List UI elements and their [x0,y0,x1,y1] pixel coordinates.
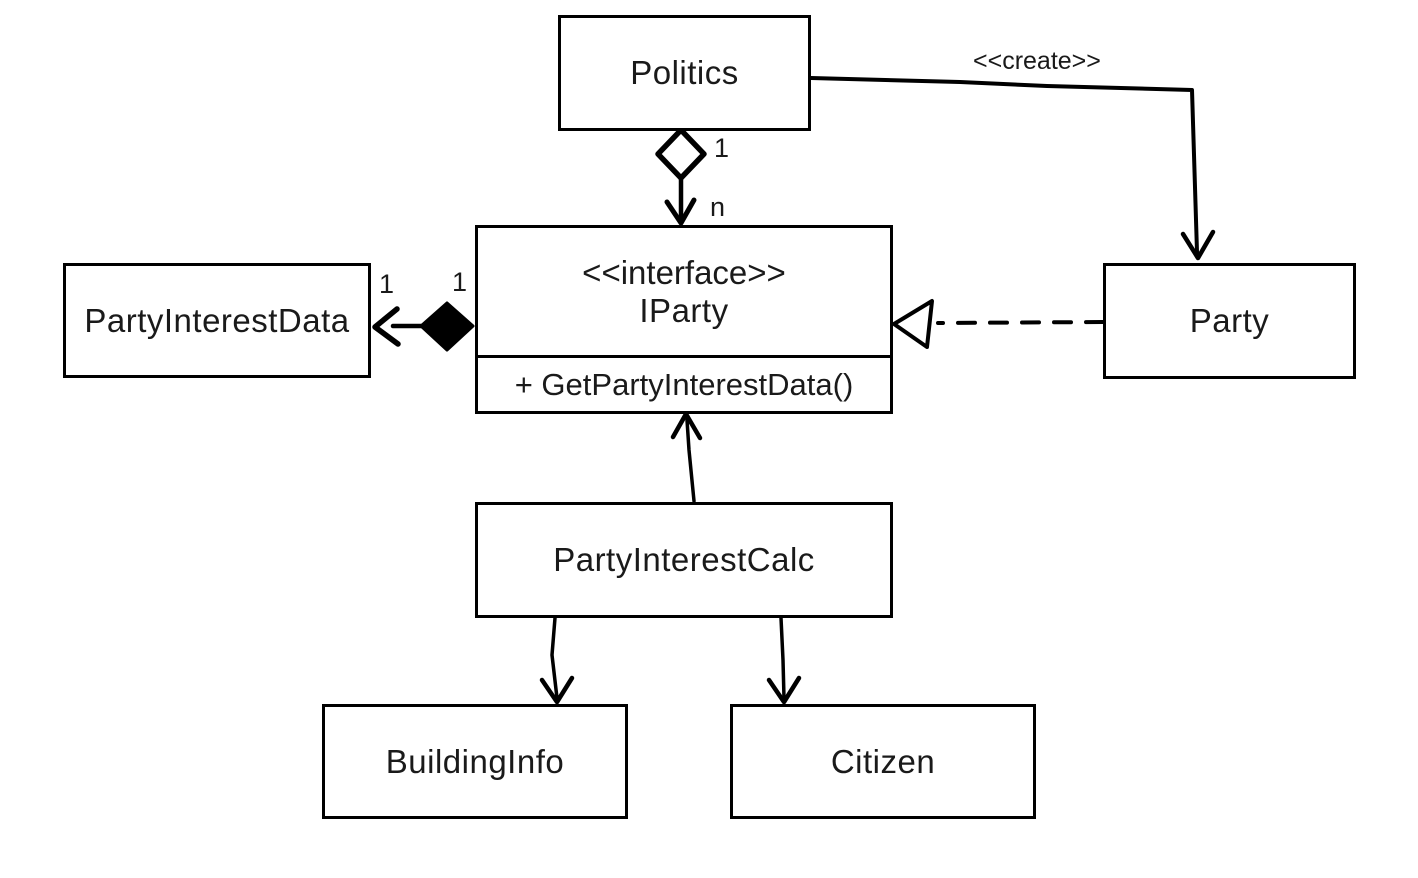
composition-data-end-multiplicity: 1 [379,269,395,299]
class-citizen: Citizen [730,704,1036,819]
calc-to-iparty-edge [670,411,703,503]
class-citizen-name: Citizen [830,742,936,780]
interface-iparty: <<interface>> IParty + GetPartyInterestD… [475,225,893,414]
calc-to-citizen-edge [766,616,802,705]
class-building-info-name: BuildingInfo [385,742,565,780]
composition-iparty-end-multiplicity: 1 [452,267,468,297]
class-politics: Politics [558,15,811,131]
class-building-info: BuildingInfo [322,704,628,819]
class-party: Party [1103,263,1356,379]
class-party-name: Party [1189,302,1270,339]
aggregation-edge [655,127,707,226]
interface-iparty-name: IParty [639,291,729,329]
iparty-methods-compartment: + GetPartyInterestData() [478,358,890,411]
class-party-interest-calc-name: PartyInterestCalc [553,541,815,578]
class-party-interest-calc: PartyInterestCalc [475,502,893,618]
create-stereotype-label: <<create>> [973,47,1101,75]
calc-to-building-info-edge [539,616,575,705]
class-party-interest-data: PartyInterestData [63,263,371,378]
realization-edge [892,299,1105,349]
aggregation-politics-end-multiplicity: 1 [714,133,730,163]
composition-edge [372,301,475,352]
iparty-header-compartment: <<interface>> IParty [478,228,890,358]
aggregation-iparty-end-multiplicity: n [710,192,726,222]
iparty-stereotype-label: <<interface>> [582,253,786,291]
class-party-interest-data-name: PartyInterestData [84,301,350,339]
iparty-method-label: + GetPartyInterestData() [514,366,854,402]
class-politics-name: Politics [630,54,739,91]
